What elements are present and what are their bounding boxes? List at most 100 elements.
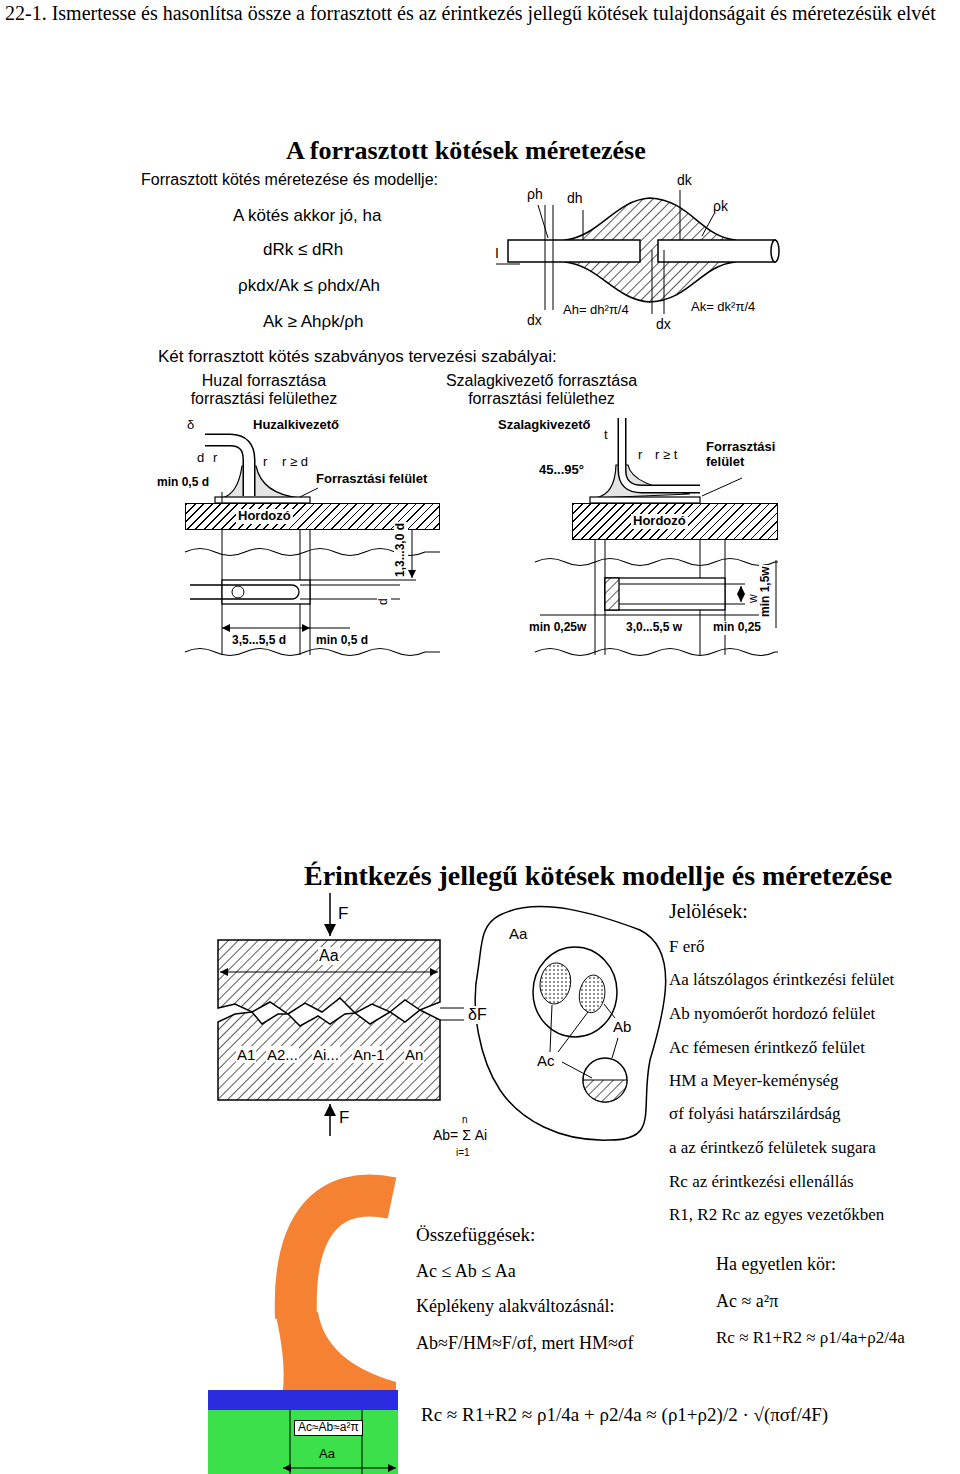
solder-joint-model-part bbox=[652, 250, 653, 314]
formula-text: Ak= dk²π/4 bbox=[690, 300, 756, 315]
carrier-bar: Hordozó bbox=[572, 503, 778, 540]
symbol-label: ρh bbox=[526, 186, 544, 202]
dimension-label: 1,3...3,0 d bbox=[394, 522, 408, 578]
symbol-label: Aa bbox=[508, 925, 528, 942]
wire-solder-drawing-part bbox=[222, 628, 310, 629]
colored-lead-drawing-part bbox=[296, 1195, 392, 1318]
dimension-label: dx bbox=[526, 312, 543, 328]
contact-spots-drawing-part bbox=[562, 1062, 592, 1078]
note-text: A kötés akkor jó, ha bbox=[232, 206, 382, 226]
formula-text: dRk ≤ dRh bbox=[262, 240, 344, 260]
ribbon-solder-drawing-part bbox=[619, 583, 700, 584]
symbol-label: Ac≈Ab≈a²π bbox=[294, 1420, 363, 1436]
formula-text: i=1 bbox=[455, 1147, 471, 1159]
symbol-label: r bbox=[212, 451, 218, 466]
page-title: 22-1. Ismertesse és hasonlítsa össze a f… bbox=[4, 2, 956, 24]
rough-surfaces-drawing-part bbox=[440, 1008, 464, 1009]
contact-spots-drawing-part bbox=[579, 975, 605, 1013]
contact-spots-drawing-part bbox=[550, 1005, 552, 1052]
subheading: Összefüggések: bbox=[415, 1224, 536, 1246]
part-name: Hordozó bbox=[236, 509, 293, 524]
legend-heading: Jelölések: bbox=[668, 900, 749, 923]
symbol-label: Aa bbox=[318, 947, 340, 965]
ribbon-solder-drawing-part bbox=[535, 649, 778, 656]
ribbon-solder-drawing-part bbox=[700, 604, 745, 605]
wire-solder-drawing-part bbox=[222, 580, 310, 604]
ribbon-solder-drawing-part bbox=[776, 560, 777, 628]
rough-surfaces-drawing-part bbox=[218, 940, 440, 1014]
solder-joint-model bbox=[496, 190, 779, 314]
solder-joint-model-part bbox=[702, 214, 714, 236]
part-name: Huzalkivezető bbox=[252, 418, 340, 433]
solder-joint-model-part bbox=[545, 205, 546, 310]
symbol-label: A1 bbox=[236, 1046, 256, 1063]
dimension-label: r ≥ t bbox=[654, 448, 678, 463]
solder-joint-model-part bbox=[553, 205, 554, 310]
wire-solder-drawing bbox=[185, 440, 440, 656]
notation-item: F erő bbox=[668, 937, 705, 957]
colored-lead-drawing-part bbox=[275, 1312, 396, 1390]
rough-surfaces-drawing bbox=[218, 893, 464, 1136]
wire-solder-drawing-part bbox=[310, 628, 350, 629]
dimension-label: min 0,5 d bbox=[156, 476, 210, 490]
symbol-label: Aa bbox=[318, 1447, 336, 1462]
symbol-label: An bbox=[404, 1046, 424, 1063]
wire-solder-drawing-part bbox=[190, 585, 299, 599]
ribbon-solder-drawing-part bbox=[540, 615, 765, 616]
ribbon-solder-drawing-part bbox=[702, 478, 742, 496]
notation-item: Ab nyomóerőt hordozó felület bbox=[668, 1004, 876, 1024]
subheading: Huzal forrasztása forrasztási felülethez bbox=[178, 372, 350, 409]
colored-lead-drawing-part bbox=[290, 1410, 291, 1474]
note-text: Képlékeny alakváltozásnál: bbox=[415, 1296, 615, 1317]
notation-item: R1, R2 Rc az egyes vezetőkben bbox=[668, 1205, 885, 1225]
ribbon-solder-drawing-part bbox=[595, 540, 596, 655]
symbol-label: Ab bbox=[612, 1018, 632, 1035]
formula-text: ρkdx/Ak ≤ ρhdx/Ah bbox=[237, 276, 381, 296]
rough-surfaces-drawing-part bbox=[220, 972, 438, 973]
formula-text: Ak ≥ Ahρk/ρh bbox=[262, 312, 365, 332]
colored-lead-drawing bbox=[208, 1195, 398, 1474]
ribbon-solder-drawing-part bbox=[619, 603, 700, 604]
rough-surfaces-drawing-part bbox=[329, 1104, 331, 1136]
wire-solder-drawing-part bbox=[300, 585, 400, 586]
rough-surfaces-drawing-part bbox=[218, 1010, 440, 1100]
contact-spots-drawing-part bbox=[612, 1038, 618, 1058]
symbol-label: δ bbox=[186, 418, 195, 433]
ribbon-solder-drawing-part bbox=[622, 418, 700, 489]
dimension-label: min 1,5w bbox=[759, 565, 773, 618]
dimension-label: 3,0...5,5 w bbox=[625, 621, 683, 635]
colored-lead-drawing-part bbox=[208, 1390, 398, 1410]
notation-item: σf folyási határszilárdság bbox=[668, 1104, 842, 1124]
formula-text: Rc ≈ R1+R2 ≈ ρ1/4a+ρ2/4a bbox=[715, 1328, 906, 1348]
contact-spots-drawing-part bbox=[583, 1080, 627, 1102]
symbol-label: r bbox=[262, 455, 268, 470]
part-name: Szalagkivezető bbox=[497, 418, 592, 433]
contact-spots-drawing-part bbox=[558, 1012, 588, 1052]
notation-item: Aa látszólagos érintkezési felület bbox=[668, 970, 895, 990]
dimension-label: d bbox=[377, 597, 391, 606]
dimension-label: 45...95° bbox=[538, 463, 585, 478]
rough-surfaces-drawing-part bbox=[440, 1020, 464, 1021]
section-heading: Érintkezés jellegű kötések modellje és m… bbox=[303, 860, 893, 892]
symbol-label: dh bbox=[566, 190, 584, 206]
part-name: Hordozó bbox=[631, 514, 688, 529]
contact-spots-drawing-part bbox=[533, 947, 617, 1037]
solder-joint-model-part bbox=[658, 240, 775, 262]
formula-text: Ac ≈ a²π bbox=[715, 1291, 779, 1312]
wire-solder-drawing-part bbox=[222, 466, 300, 498]
rough-surfaces-drawing-part bbox=[329, 893, 331, 936]
note-text: Forrasztott kötés méretezése és modellje… bbox=[140, 171, 439, 189]
ribbon-solder-drawing-part bbox=[622, 418, 700, 489]
symbol-label: An-1 bbox=[352, 1046, 386, 1063]
subheading: Szalagkivezető forrasztása forrasztási f… bbox=[433, 372, 650, 409]
colored-lead-drawing-part bbox=[208, 1410, 398, 1474]
dimension-label: min 0,25 bbox=[712, 621, 762, 635]
notation-item: Rc az érintkezési ellenállás bbox=[668, 1172, 855, 1192]
dimension-label: min 0,25w bbox=[528, 621, 587, 635]
dimension-label: 3,5...5,5 d bbox=[231, 634, 287, 648]
symbol-label: A2... bbox=[266, 1046, 299, 1063]
wire-solder-drawing-part bbox=[310, 580, 416, 581]
colored-lead-drawing-part bbox=[283, 1468, 396, 1469]
symbol-label: δF bbox=[467, 1006, 488, 1024]
ribbon-solder-drawing-part bbox=[605, 578, 725, 610]
